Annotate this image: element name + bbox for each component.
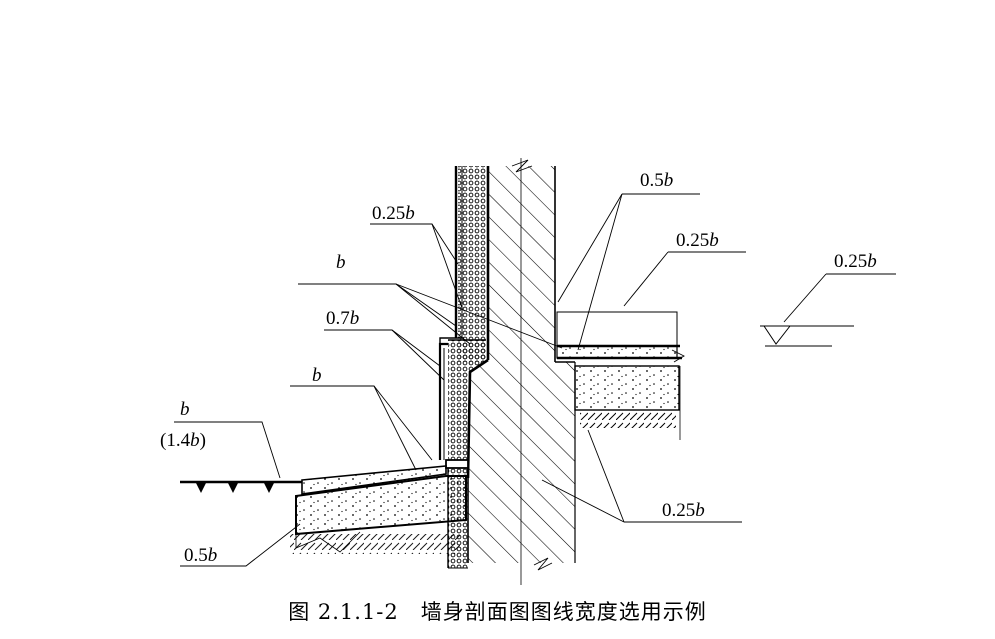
label-14b-ground: (1.4b) — [160, 430, 206, 451]
label-07b-plinth: 0.7b — [326, 308, 359, 329]
label-b-wall: b — [336, 252, 346, 273]
label-025b-floor: 0.25b — [676, 230, 719, 251]
exterior-ground — [180, 480, 302, 493]
figure-caption: 图 2.1.1-2 墙身剖面图图线宽度选用示例 — [288, 600, 707, 624]
elevation-symbol — [760, 325, 854, 347]
apron-slab — [290, 465, 467, 554]
label-025b-hatch: 0.25b — [662, 500, 705, 521]
label-025b-insulation: 0.25b — [372, 203, 415, 224]
label-b-apron: b — [312, 365, 322, 386]
leader-lines — [174, 193, 896, 567]
label-b-ground: b — [180, 399, 190, 420]
interior-floor — [556, 311, 685, 440]
dimension-labels: 0.25b b 0.7b b b (1.4b) 0.5b 0.5b 0.25b … — [160, 170, 877, 566]
label-05b-foundation: 0.5b — [184, 545, 217, 566]
label-025b-elevation: 0.25b — [834, 251, 877, 272]
label-05b-floor: 0.5b — [640, 170, 673, 191]
plinth-finish — [438, 337, 469, 469]
